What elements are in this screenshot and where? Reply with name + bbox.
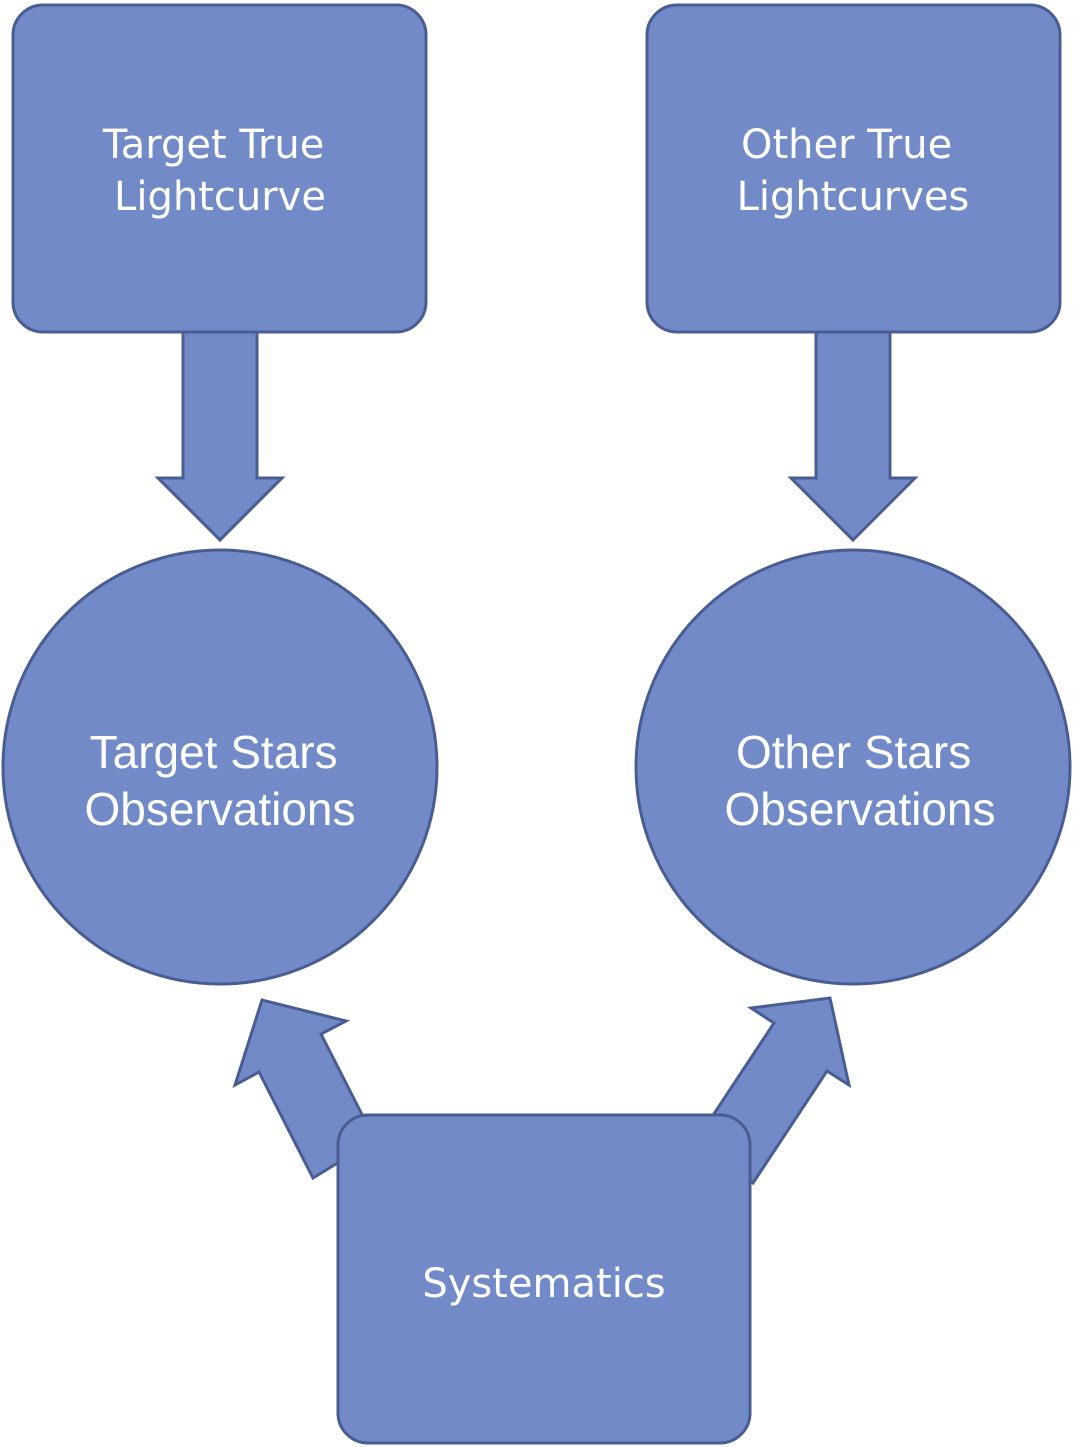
other-true-lightcurves-box [645, 3, 1062, 334]
systematics-line-1: Systematics [422, 1261, 665, 1307]
systematics-box [336, 1113, 752, 1445]
target-stars-observations-circle [1, 548, 439, 986]
target-true-lightcurve-line-2: Lightcurve [114, 174, 326, 220]
other-true-lightcurves-label: Other True Lightcurves [737, 122, 970, 220]
target-true-lightcurve-box [11, 3, 428, 334]
target-stars-observations-label: Target Stars Observations [84, 726, 355, 835]
target-true-lightcurve-label: Target True Lightcurve [102, 122, 337, 220]
target-stars-observations-line-2: Observations [84, 783, 355, 835]
other-stars-observations-line-1: Other Stars [736, 726, 971, 778]
other-stars-observations-line-2: Observations [724, 783, 995, 835]
other-stars-observations-label: Other Stars Observations [724, 726, 995, 835]
systematics-label: Systematics [422, 1261, 665, 1307]
other-true-lightcurves-line-2: Lightcurves [737, 174, 970, 220]
arrow-target-true-to-observations [154, 330, 286, 543]
other-stars-observations-circle [634, 548, 1072, 986]
target-stars-observations-line-1: Target Stars [90, 726, 338, 778]
target-true-lightcurve-line-1: Target True [102, 122, 324, 168]
other-true-lightcurves-line-1: Other True [741, 122, 952, 168]
arrow-other-true-to-observations [787, 330, 919, 543]
